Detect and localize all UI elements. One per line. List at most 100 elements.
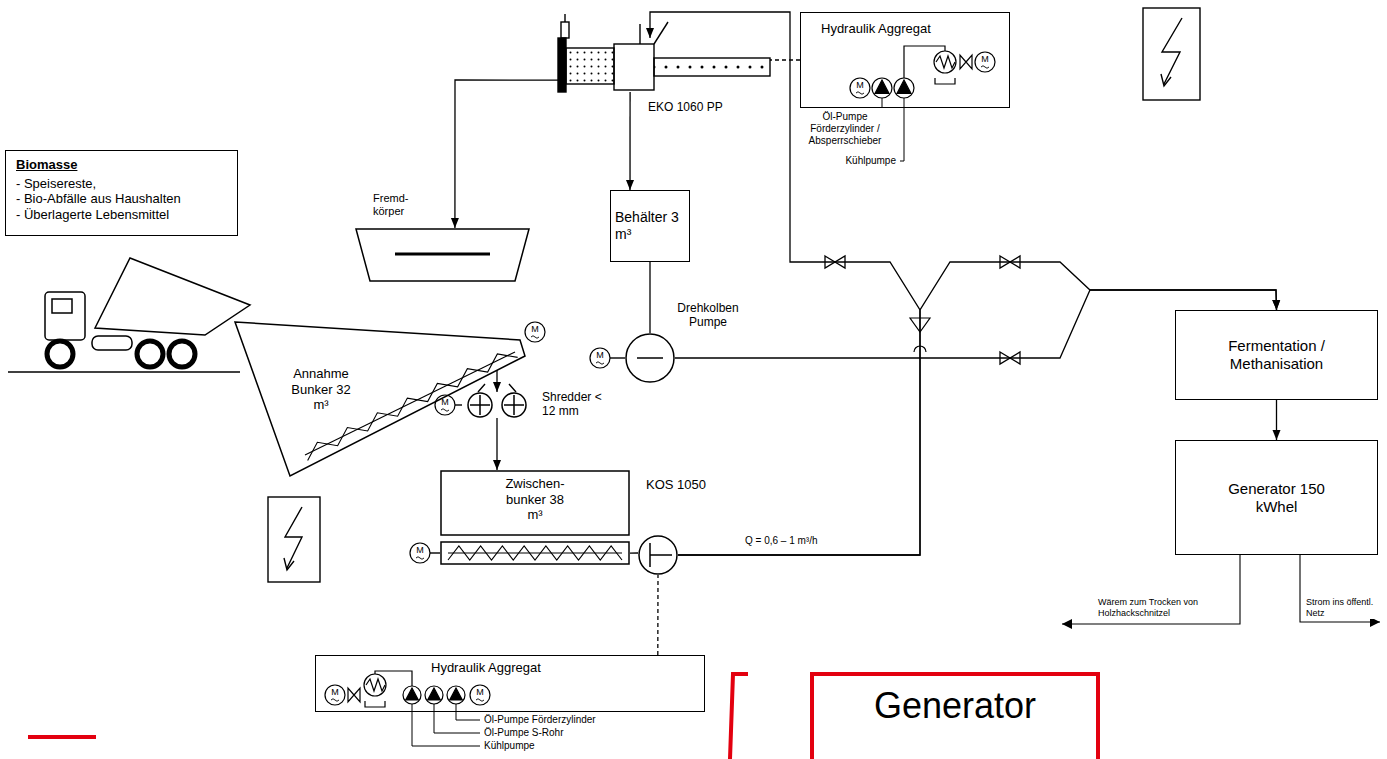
truck (137, 341, 163, 367)
motor-letter: M (470, 687, 490, 697)
leader-line (882, 98, 883, 108)
tank-box: Behälter 3 m³ (610, 190, 690, 262)
pump-symbol (406, 688, 419, 700)
pump-symbol (403, 686, 421, 704)
motor-symbol (416, 557, 424, 560)
box-text: - Überlagerte Lebensmittel (16, 207, 227, 223)
shredder-feed-lines (610, 357, 625, 358)
piston-pump-drawing (566, 48, 614, 84)
screw-conveyor (448, 552, 622, 553)
motor-letter: M (325, 687, 345, 697)
motor-symbol (525, 322, 545, 342)
source-box: Biomasse- Speisereste,- Bio-Abfälle aus … (5, 150, 238, 236)
truck (169, 341, 195, 367)
box-text: - Speisereste, (16, 176, 227, 192)
pump-symbol (872, 78, 892, 98)
piston-pump-symbol-outline (639, 536, 677, 574)
piston-pump-machine: EKO 1060 PP (558, 38, 770, 92)
output-label: Wärem zum Trocken von Holzhackschnitzel (1098, 597, 1236, 619)
pump-symbol (428, 688, 441, 700)
pipe-connector (675, 290, 1277, 358)
power-symbol (268, 8, 1200, 582)
pump-label: Öl-Pumpe S-Rohr (484, 727, 563, 739)
highlight-bracket (730, 674, 748, 759)
output-line (1300, 555, 1380, 622)
reception-bunker-outline (235, 322, 525, 476)
piston-pump-drawing (654, 22, 668, 44)
motor-symbol (476, 699, 484, 702)
power-symbol (1162, 18, 1182, 84)
motor-symbol (325, 685, 345, 705)
motor-symbol (981, 66, 989, 69)
truck (45, 292, 85, 340)
heat-exchanger (366, 679, 385, 691)
pump-symbol (450, 688, 463, 700)
shredder-feed-lines (430, 552, 440, 553)
power-symbol (284, 558, 294, 570)
flow-rate-label: Q = 0,6 – 1 m³/h (745, 535, 875, 547)
truck (8, 258, 250, 372)
intermediate-bunker-outline (441, 542, 629, 564)
pump-symbol (872, 78, 892, 98)
pipe-connector (496, 370, 497, 392)
symbol-layer (305, 52, 995, 705)
truck (8, 371, 240, 373)
box-text: Behälter 3 m³ (615, 209, 685, 243)
motor-letter: M (590, 350, 610, 360)
motor-symbol (435, 395, 455, 415)
leader-line (412, 98, 904, 746)
motor-letter: M (435, 397, 455, 407)
piston-pump-drawing (614, 44, 654, 90)
rotary-lobe-pump-outline (626, 334, 674, 382)
box-text: Generator 150 kWhel (1227, 480, 1327, 516)
pump-label: Öl-Pumpe Förderzylinder (484, 714, 596, 726)
motor-symbol (531, 336, 539, 339)
box-text: Fermentation / Methanisation (1217, 337, 1337, 373)
box-text: Fremd- körper (373, 192, 421, 218)
heat-exchanger (936, 56, 955, 68)
motor-symbol (975, 52, 995, 72)
fan-symbol (348, 55, 972, 702)
box-text: Shredder < 12 mm (542, 390, 604, 419)
highlight-bracket (28, 674, 748, 759)
output-line (1062, 555, 1240, 624)
output-line (1062, 555, 1380, 624)
hydraulic-unit-box: Hydraulik Aggregat (315, 655, 705, 712)
motor-symbol (410, 543, 430, 563)
motor-symbol (975, 52, 995, 72)
box-text: Hydraulik Aggregat (431, 660, 704, 676)
motor-symbol (596, 362, 604, 365)
motor-letter: M (410, 545, 430, 555)
motor-symbol (410, 543, 430, 563)
pipe-connector (455, 80, 558, 228)
highlight-bracket (28, 735, 96, 739)
truck (47, 341, 73, 367)
heat-exchanger (364, 674, 386, 696)
pipe-connector (678, 262, 1277, 555)
hydraulic-lines (935, 78, 955, 84)
box-text: Hydraulik Aggregat (821, 21, 1009, 37)
reception-bunker-outline (230, 318, 530, 480)
pump-symbol (447, 686, 465, 704)
motor-symbol (331, 699, 339, 702)
shredder-feed-lines (430, 358, 625, 553)
reject-container-outline (356, 229, 529, 281)
generator-box: Generator 150 kWhel (1175, 440, 1378, 555)
piston-pump-symbol: KOS 1050 (638, 535, 678, 575)
intermediate-bunker-outline (441, 471, 629, 535)
piston-pump-drawing (558, 14, 770, 92)
pump-symbol (894, 78, 914, 98)
screw-conveyor (448, 546, 622, 560)
heat-exchanger (364, 51, 956, 696)
intermediate-bunker: Zwischen- bunker 38 m³ (440, 470, 630, 565)
heat-exchanger (934, 51, 956, 73)
highlight-box: Generator (810, 672, 1100, 759)
pump-label: Öl-Pumpe Förderzylinder / Absperrschiebe… (795, 111, 895, 147)
hydraulic-lines (365, 46, 955, 707)
box-text: KOS 1050 (646, 477, 706, 493)
pump-symbol (425, 686, 443, 704)
box-text: Generator (814, 684, 1096, 727)
pump-symbol (425, 686, 443, 704)
process-box: Fermentation / Methanisation (1175, 310, 1378, 400)
hydraulic-unit-box: Hydraulik Aggregat (800, 12, 1010, 108)
